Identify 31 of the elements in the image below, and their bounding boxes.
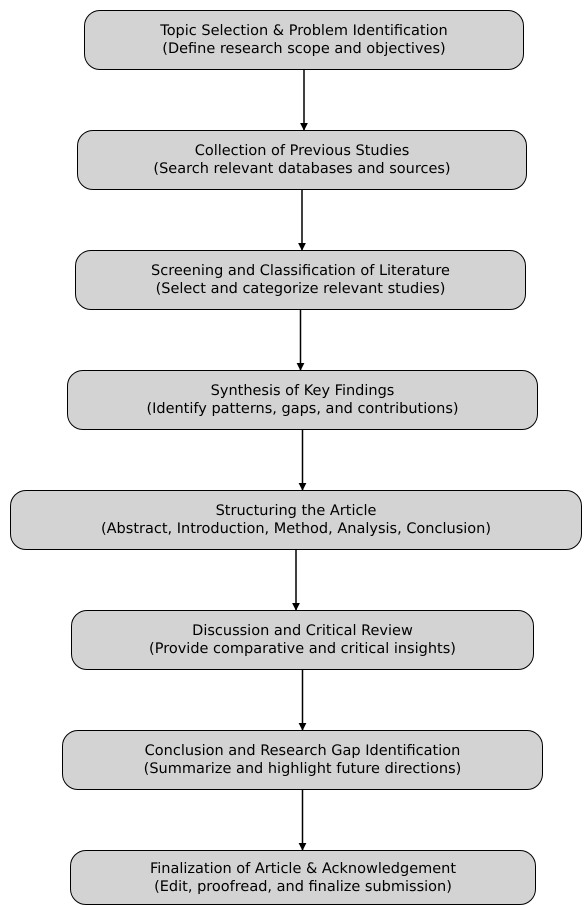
process-box — [67, 370, 538, 430]
process-box — [71, 610, 534, 670]
step-description: (Provide comparative and critical insights) — [149, 640, 456, 658]
arrow — [298, 190, 306, 250]
step-title: Screening and Classification of Literature — [151, 262, 450, 280]
process-box — [75, 250, 526, 310]
arrow — [298, 790, 306, 850]
step-description: (Summarize and highlight future directions) — [144, 760, 462, 778]
arrow — [298, 430, 306, 490]
step-description: (Search relevant databases and sources) — [153, 160, 451, 178]
process-box — [62, 730, 543, 790]
arrow — [296, 310, 304, 370]
step-title: Collection of Previous Studies — [194, 142, 410, 160]
process-box — [77, 130, 527, 190]
step-title: Finalization of Article & Acknowledgement — [150, 860, 456, 878]
step-description: (Edit, proofread, and finalize submission) — [154, 878, 452, 896]
step-description: (Define research scope and objectives) — [162, 40, 446, 58]
step-title: Synthesis of Key Findings — [210, 382, 394, 400]
process-box — [84, 10, 524, 70]
process-box — [70, 850, 536, 905]
process-box — [10, 490, 582, 550]
step-title: Conclusion and Research Gap Identification — [144, 742, 460, 760]
step-description: (Abstract, Introduction, Method, Analysis, Conclusion) — [100, 520, 491, 538]
step-description: (Identify patterns, gaps, and contributions) — [146, 400, 459, 418]
arrow — [300, 70, 308, 130]
step-title: Discussion and Critical Review — [192, 622, 413, 640]
step-title: Structuring the Article — [216, 502, 376, 520]
step-title: Topic Selection & Problem Identification — [160, 22, 448, 40]
step-description: (Select and categorize relevant studies) — [156, 280, 446, 298]
arrow — [292, 550, 300, 610]
arrow — [298, 670, 306, 730]
